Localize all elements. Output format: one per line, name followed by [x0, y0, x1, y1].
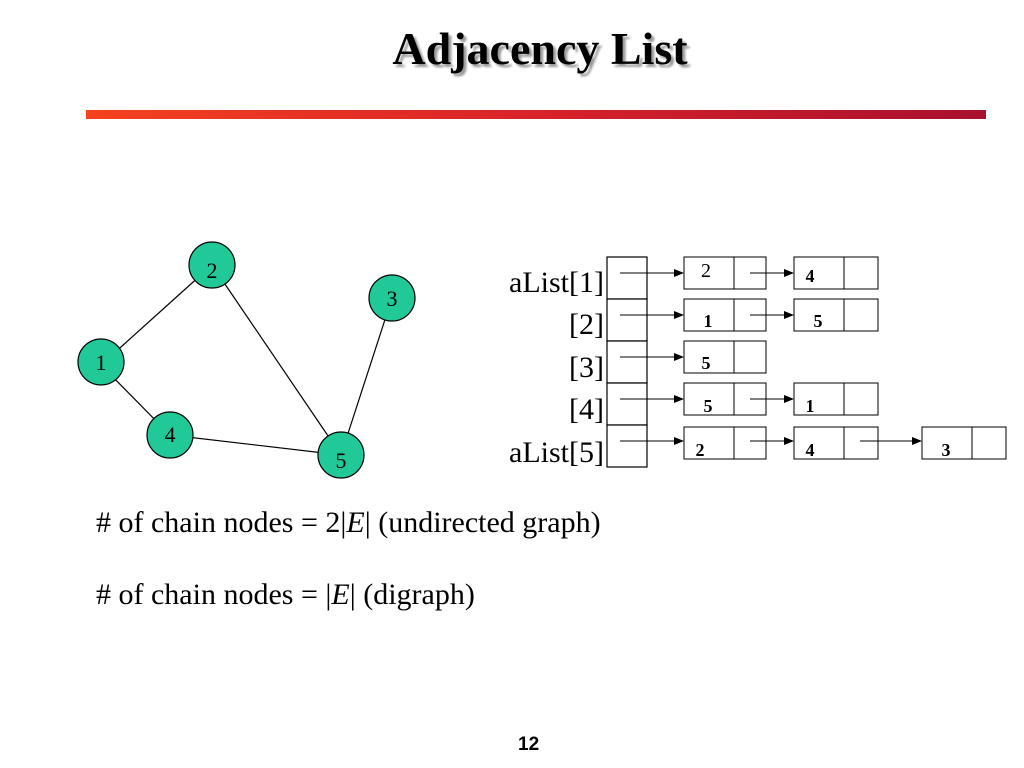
- graph-vertex-1: 1: [77, 338, 125, 386]
- chain-node-value: 2: [696, 440, 705, 460]
- alist-label-5: aList[5]: [509, 436, 604, 469]
- graph-vertex-3: 3: [368, 274, 416, 322]
- chain-node-data: [793, 256, 845, 290]
- chain-node-value: 4: [806, 266, 815, 286]
- chain-row-3: 5: [620, 340, 767, 374]
- array-cell-1: [606, 256, 648, 300]
- chain-node-data: [793, 298, 845, 332]
- chain-node-next: [971, 426, 1007, 460]
- chain-node-data: [683, 382, 735, 416]
- statement-variable: E: [331, 578, 350, 611]
- chain-node-data: [793, 426, 845, 460]
- graph-edge-3-5: [340, 297, 393, 456]
- chain-node-value: 5: [702, 353, 711, 373]
- statement-prefix: # of chain nodes = 2|: [96, 506, 347, 539]
- alist-label-4: [4]: [569, 393, 604, 426]
- array-cell-2: [606, 298, 648, 342]
- graph-vertex-2: 2: [188, 241, 236, 289]
- graph-edges: [100, 264, 393, 456]
- chain-node-next: [843, 298, 879, 332]
- chain-node-next: [843, 256, 879, 290]
- alist-array: [606, 256, 648, 468]
- chain-node-value: 2: [701, 260, 711, 282]
- vertex-label: 4: [165, 422, 176, 447]
- chain-row-4: 5 1: [620, 382, 879, 416]
- chain-node-next: [843, 426, 879, 460]
- chain-nodes-undirected-statement: # of chain nodes = 2|E| (undirected grap…: [96, 506, 601, 540]
- chain-node-next: [843, 382, 879, 416]
- graph-edge-2-5: [211, 264, 342, 456]
- chain-node-next: [733, 426, 767, 460]
- chain-node-value: 3: [942, 440, 951, 460]
- chain-node-next: [733, 340, 767, 374]
- array-cell-3: [606, 340, 648, 384]
- chain-node-data: [921, 426, 973, 460]
- statement-variable: E: [346, 506, 365, 539]
- graph-vertex-4: 4: [146, 411, 194, 459]
- vertex-label: 2: [207, 258, 218, 283]
- statement-suffix: | (digraph): [349, 578, 475, 611]
- chain-nodes-digraph-statement: # of chain nodes = |E| (digraph): [96, 578, 475, 612]
- vertex-label: 3: [387, 286, 398, 311]
- chain-node-value: 5: [704, 396, 713, 416]
- chain-row-5: 2 4 3: [620, 426, 1007, 460]
- title-underline-bar: [86, 110, 986, 119]
- page-number: 12: [518, 734, 540, 755]
- statement-suffix: | (undirected graph): [364, 506, 601, 539]
- chain-node-data: [683, 426, 735, 460]
- chain-node-value: 4: [806, 440, 815, 460]
- vertex-label: 1: [96, 350, 107, 375]
- vertex-label: 5: [336, 448, 347, 473]
- chain-node-value: 1: [806, 396, 815, 416]
- alist-label-2: [2]: [569, 308, 604, 341]
- graph-vertex-5: 5: [317, 431, 365, 479]
- chain-node-data: [683, 298, 735, 332]
- alist-label-3: [3]: [569, 351, 604, 384]
- alist-label-1: aList[1]: [509, 266, 604, 299]
- statement-prefix: # of chain nodes = |: [96, 578, 332, 611]
- array-cell-4: [606, 382, 648, 426]
- chain-node-data: [793, 382, 845, 416]
- chain-node-value: 1: [704, 311, 713, 331]
- chain-row-1: 2 4: [620, 256, 879, 290]
- array-cell-5: [606, 424, 648, 468]
- chain-row-2: 1 5: [620, 298, 879, 332]
- chain-node-value: 5: [814, 311, 823, 331]
- alist-labels: aList[1] [2] [3] [4] aList[5]: [509, 266, 604, 469]
- slide-title: Adjacency List: [392, 23, 688, 74]
- graph-edge-4-5: [169, 434, 342, 456]
